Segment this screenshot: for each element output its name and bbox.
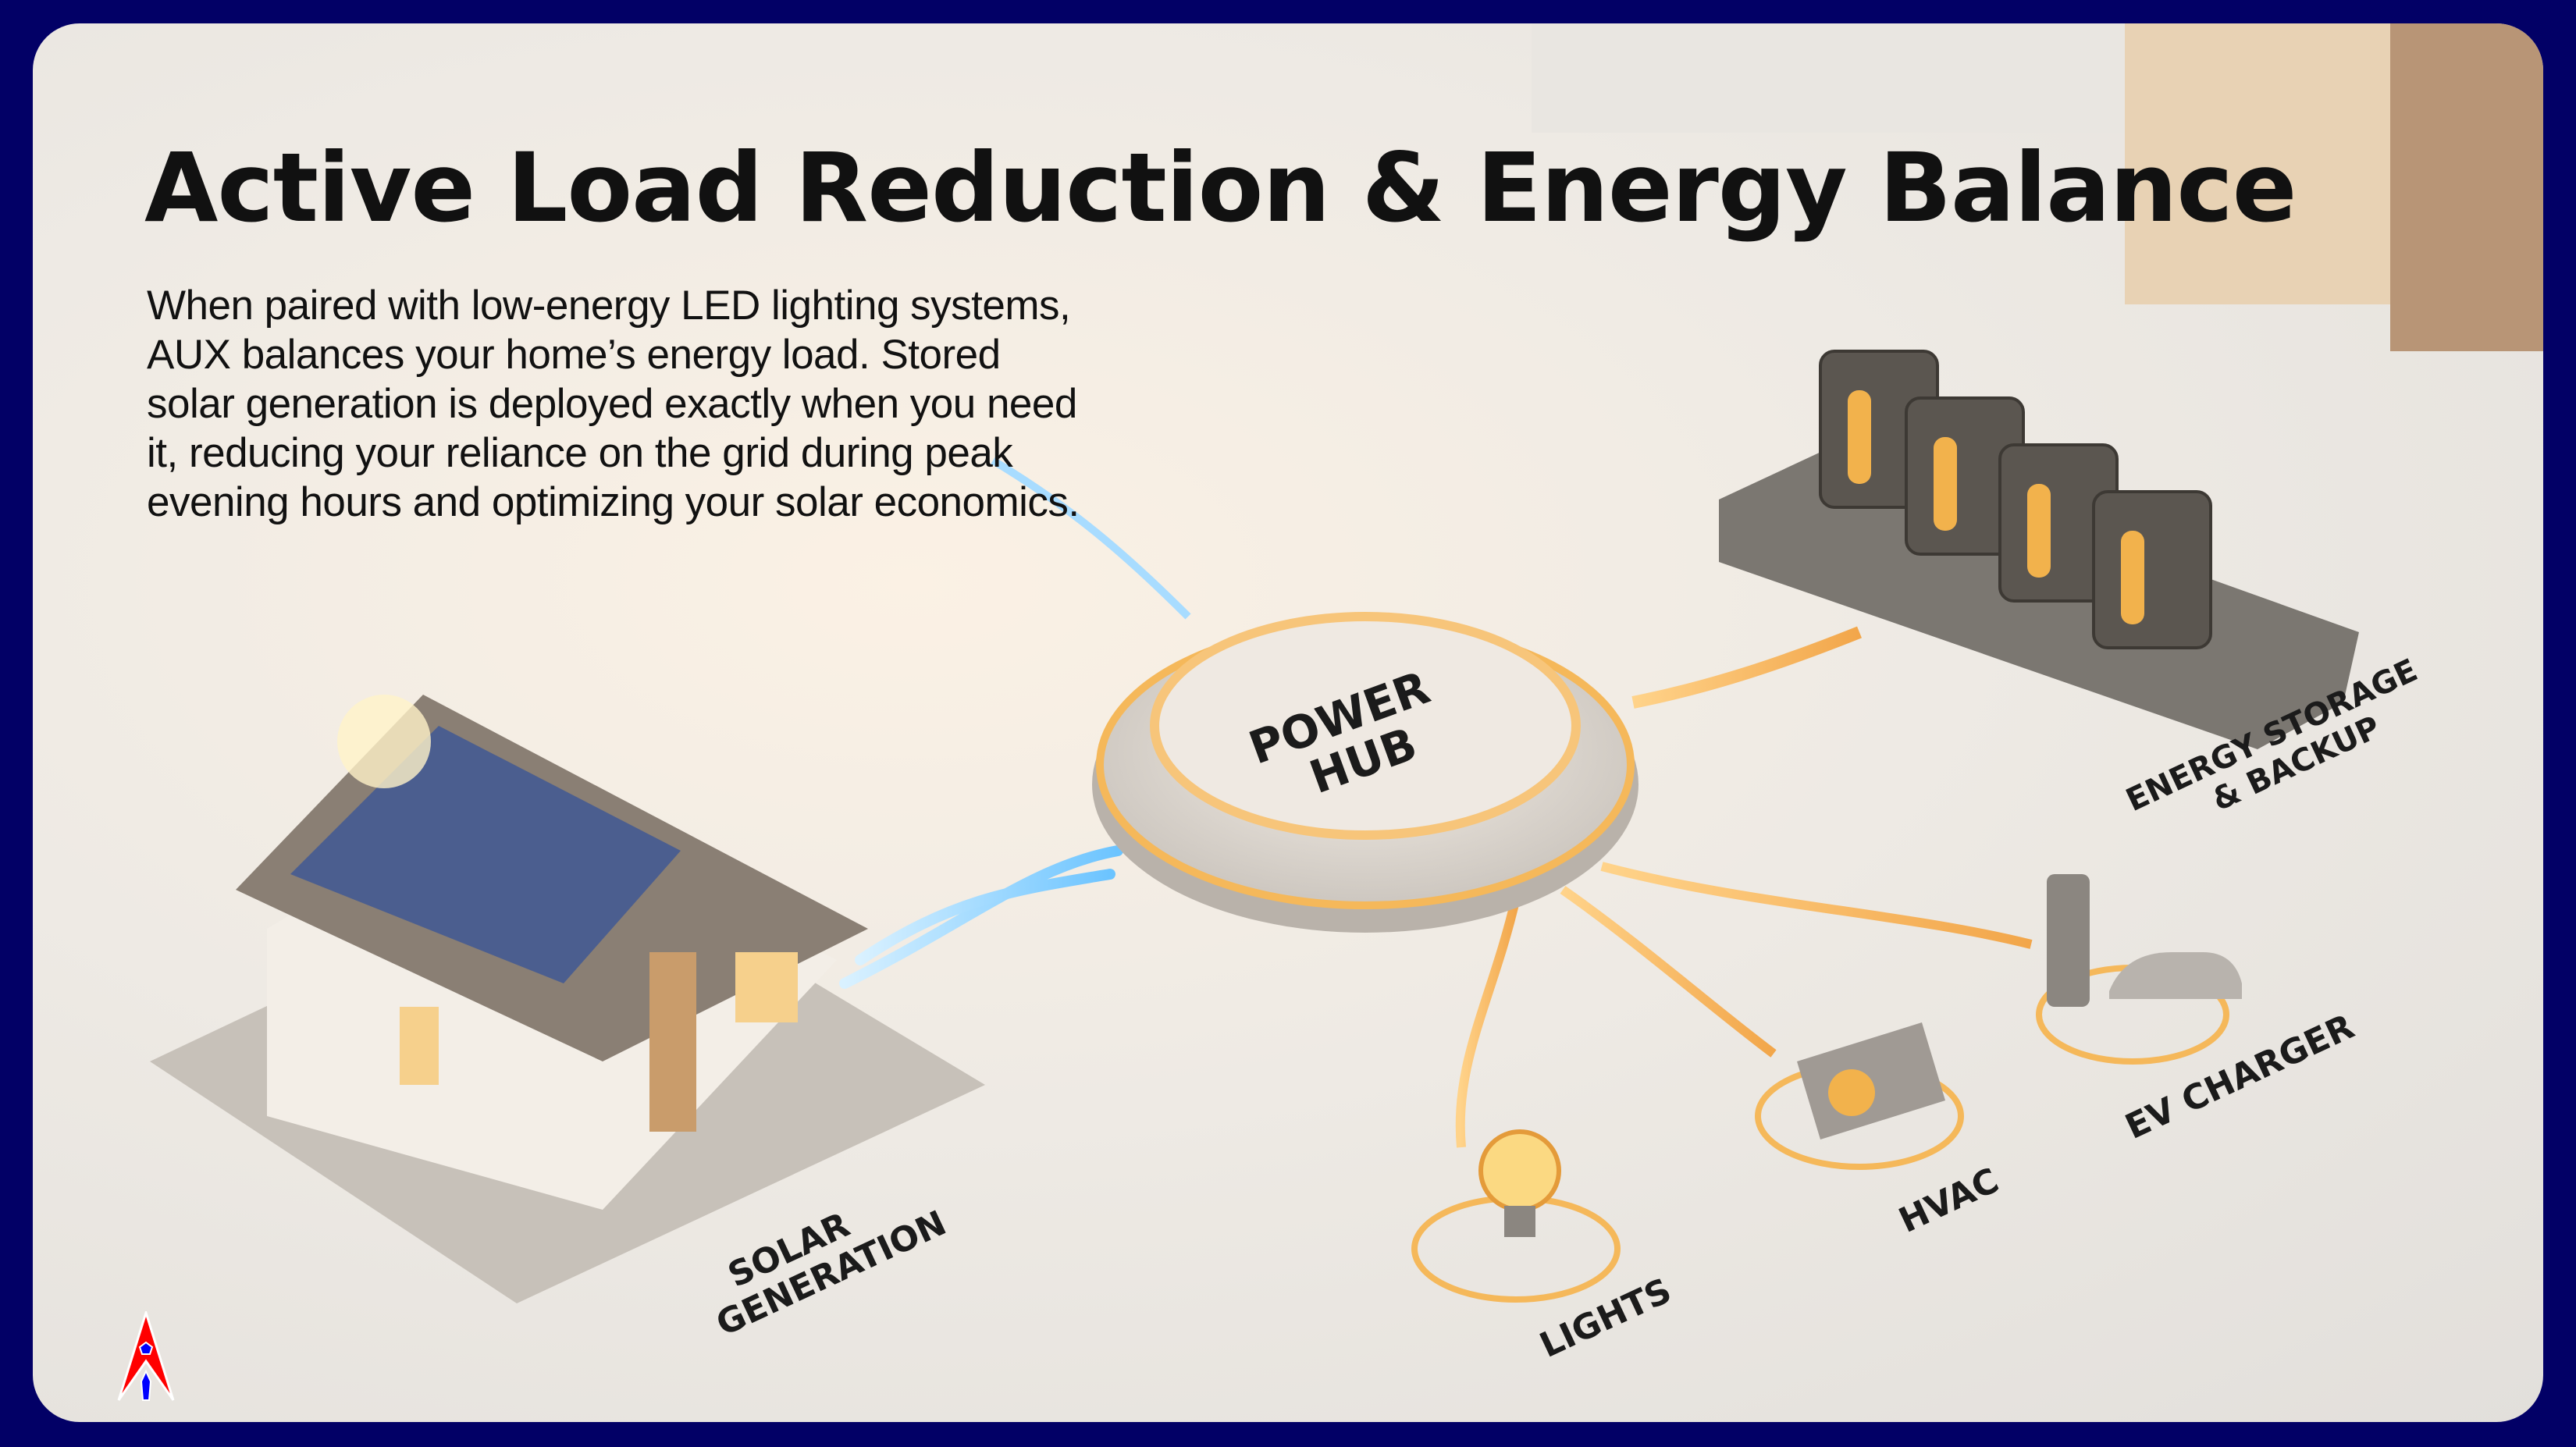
wall	[1532, 23, 2140, 133]
hvac-illustration[interactable]: HVAC	[1755, 1022, 2005, 1241]
slide-card: POWER HUB SOLAR GENERATION ENERGY STORAG…	[33, 23, 2543, 1422]
lights-illustration[interactable]: LIGHTS	[1411, 1129, 1678, 1366]
wood-panel	[2390, 23, 2543, 351]
page-title: Active Load Reduction & Energy Balance	[144, 133, 2297, 244]
ev-charger-illustration[interactable]: EV CHARGER	[2036, 874, 2361, 1147]
ev-charger-label: EV CHARGER	[2119, 1007, 2360, 1147]
brand-logo-icon	[117, 1311, 175, 1401]
grid-flow-arrow	[991, 457, 1191, 620]
lights-label: LIGHTS	[1534, 1271, 1678, 1366]
energy-flow-diagram: POWER HUB SOLAR GENERATION ENERGY STORAG…	[150, 23, 2543, 1366]
solar-house-illustration[interactable]: SOLAR GENERATION	[150, 695, 985, 1344]
hvac-label: HVAC	[1893, 1161, 2005, 1241]
storage-flow-arrow	[1631, 626, 1862, 709]
energy-storage-illustration[interactable]: ENERGY STORAGE & BACKUP	[1719, 350, 2448, 851]
load-flow-arrows	[1455, 862, 2033, 1148]
solar-flow-arrow	[839, 845, 1123, 989]
power-hub[interactable]: POWER HUB	[1092, 612, 1638, 933]
description-text: When paired with low-energy LED lighting…	[147, 283, 1080, 525]
